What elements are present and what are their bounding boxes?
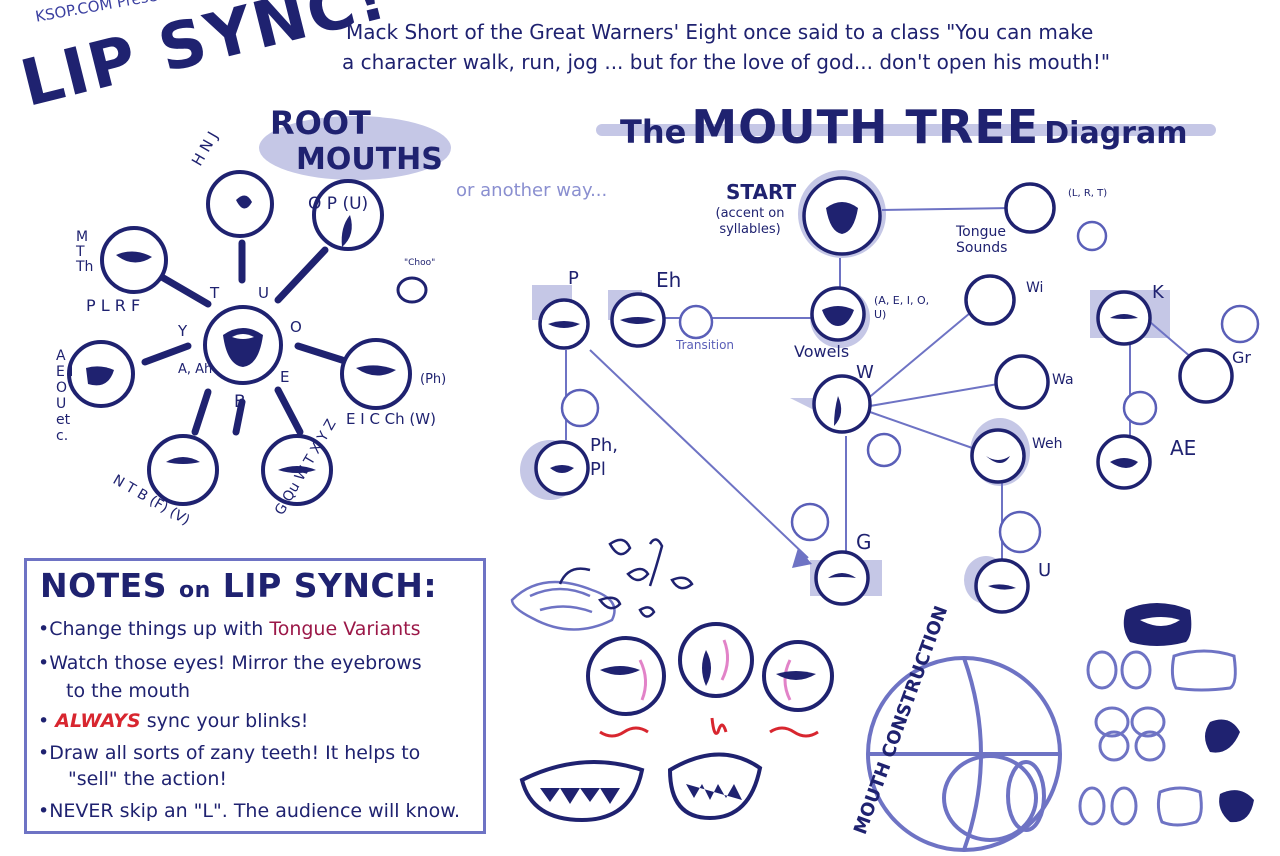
root-label-plrf: P L R F: [86, 296, 140, 315]
root-mouths-wheel: [40, 140, 480, 540]
notes-title-on: on: [179, 578, 211, 603]
root-label-t: T: [210, 284, 219, 302]
tree-node-gr: [1180, 350, 1232, 402]
tree-label-lrt: (L, R, T): [1068, 188, 1107, 199]
tree-label-k: K: [1152, 282, 1164, 303]
root-label-o: O: [290, 318, 302, 336]
root-label-b: B: [234, 392, 246, 412]
quote-line-2: a character walk, run, jog ... but for t…: [342, 50, 1110, 74]
tree-label-weh: Weh: [1032, 436, 1063, 452]
note-3-text: sync your blinks!: [147, 710, 309, 732]
root-label-e: E: [280, 368, 289, 386]
mouth-construction-diagram: [840, 630, 1080, 856]
note-4-line-2: "sell" the action!: [68, 766, 227, 792]
tree-label-start-note: (accent on syllables): [704, 206, 796, 238]
tree-label-wa: Wa: [1052, 372, 1074, 388]
tree-label-eh: Eh: [656, 268, 681, 292]
tree-node-wi: [966, 276, 1014, 324]
tree-label-u: U: [1038, 560, 1051, 581]
tree-title-post: Diagram: [1044, 116, 1187, 151]
note-1-text: •Change things up with: [38, 618, 263, 640]
root-label-aeiou: A E I O U etc.: [56, 348, 76, 444]
tree-node-weh: [972, 430, 1024, 482]
root-label-choo: "Choo": [404, 258, 435, 268]
tree-title-main: MOUTH TREE: [691, 100, 1039, 154]
tree-label-ae: AE: [1170, 436, 1196, 460]
note-2-line-2: to the mouth: [66, 678, 190, 704]
note-3-bullet: •: [38, 710, 49, 732]
root-mouths-title-1: ROOT: [270, 104, 371, 142]
note-1: •Change things up with Tongue Variants: [38, 616, 420, 642]
tree-label-w: W: [856, 362, 874, 383]
construction-shapes: [1070, 594, 1270, 834]
root-label-y: Y: [178, 322, 187, 340]
tree-title: The MOUTH TREE Diagram: [620, 100, 1187, 154]
tree-node-wa: [996, 356, 1048, 408]
root-label-eic: E I C Ch (W): [346, 410, 436, 428]
notes-title-rest: LIP SYNCH:: [223, 566, 437, 605]
tree-node-w: [814, 376, 870, 432]
notes-title: NOTES on LIP SYNCH:: [40, 566, 437, 605]
root-label-ph: (Ph): [420, 372, 446, 387]
root-label-a-ah: A, Ah: [178, 362, 212, 377]
tree-title-pre: The: [620, 113, 686, 151]
root-label-mt: M T Th: [76, 230, 96, 275]
notes-title-word: NOTES: [40, 566, 167, 605]
note-5: •NEVER skip an "L". The audience will kn…: [38, 798, 460, 824]
tree-label-gr: Gr: [1232, 348, 1251, 367]
tree-label-transition: Transition: [676, 338, 734, 352]
quote-line-1: Mack Short of the Great Warners' Eight o…: [346, 20, 1093, 44]
tree-label-wi: Wi: [1026, 280, 1043, 296]
tree-label-start: START: [726, 180, 796, 204]
note-4-line-1: •Draw all sorts of zany teeth! It helps …: [38, 740, 420, 766]
note-3: • ALWAYS sync your blinks!: [38, 708, 308, 734]
tree-label-vowels: Vowels: [794, 342, 849, 361]
note-2-line-1: •Watch those eyes! Mirror the eyebrows: [38, 650, 422, 676]
tree-label-aeiou: (A, E, I, O, U): [874, 294, 936, 322]
note-3-accent: ALWAYS: [55, 710, 140, 732]
tongue-sketches: [500, 530, 880, 850]
root-mouth-ntb: [149, 436, 217, 504]
root-label-u: U: [258, 284, 269, 302]
note-1-accent: Tongue Variants: [269, 618, 420, 640]
root-label-op: O P (U): [308, 194, 368, 214]
tree-label-ph-pl: Ph, Pl: [590, 434, 636, 482]
tree-label-tongue: Tongue Sounds: [956, 224, 1056, 256]
tree-label-p: P: [568, 268, 579, 289]
